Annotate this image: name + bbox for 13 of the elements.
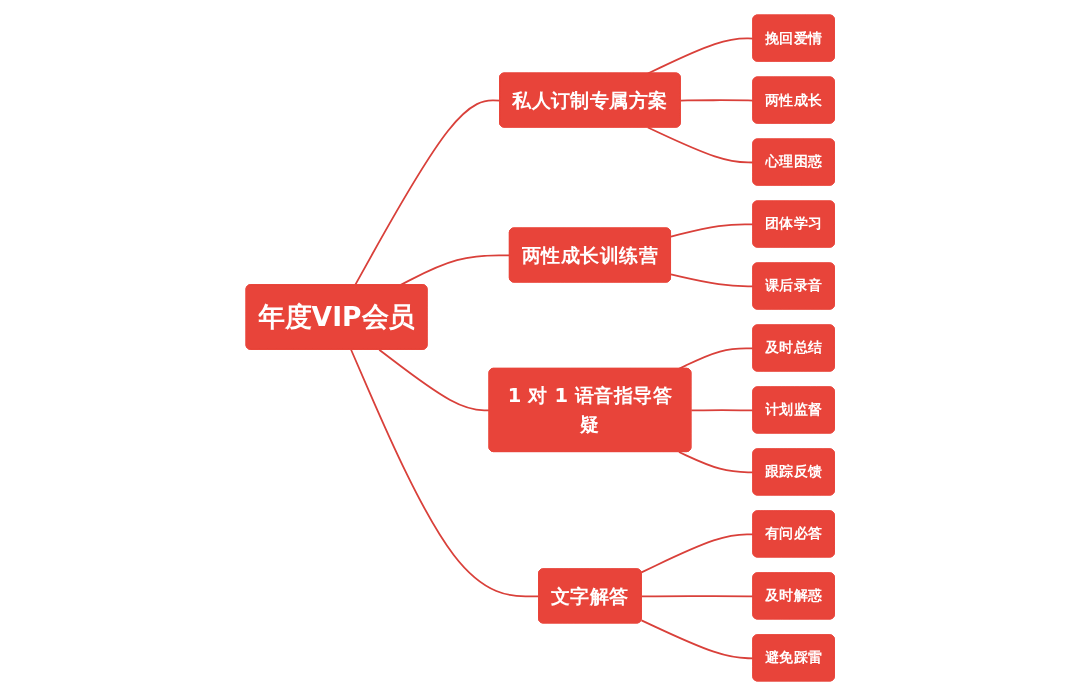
connector — [677, 347, 754, 370]
connector — [669, 273, 754, 288]
connector — [679, 99, 754, 102]
connector — [640, 595, 754, 598]
connector — [669, 223, 754, 238]
connector — [354, 99, 501, 286]
connector — [640, 619, 754, 660]
connector — [399, 254, 511, 286]
connector — [350, 348, 540, 598]
connector — [646, 126, 754, 164]
connector — [677, 451, 754, 474]
connector — [640, 533, 754, 574]
connector — [690, 409, 754, 412]
